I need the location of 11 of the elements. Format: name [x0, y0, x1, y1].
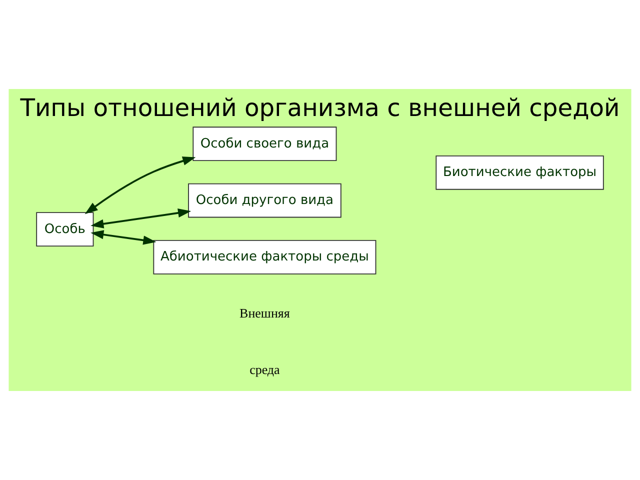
label: среда [250, 362, 280, 377]
node-box: Биотические факторы [436, 155, 604, 190]
node-box: Особи другого вида [188, 183, 342, 218]
node-box: Абиотические факторы среды [153, 240, 376, 274]
node-box: Особь [36, 212, 94, 246]
arrow [90, 230, 156, 245]
diagram-title: Типы отношений организма с внешней средой [20, 94, 620, 122]
node-box: Особи своего вида [192, 126, 337, 162]
arrow [90, 208, 192, 228]
label: Внешняя [240, 305, 290, 320]
arrow [84, 156, 196, 214]
